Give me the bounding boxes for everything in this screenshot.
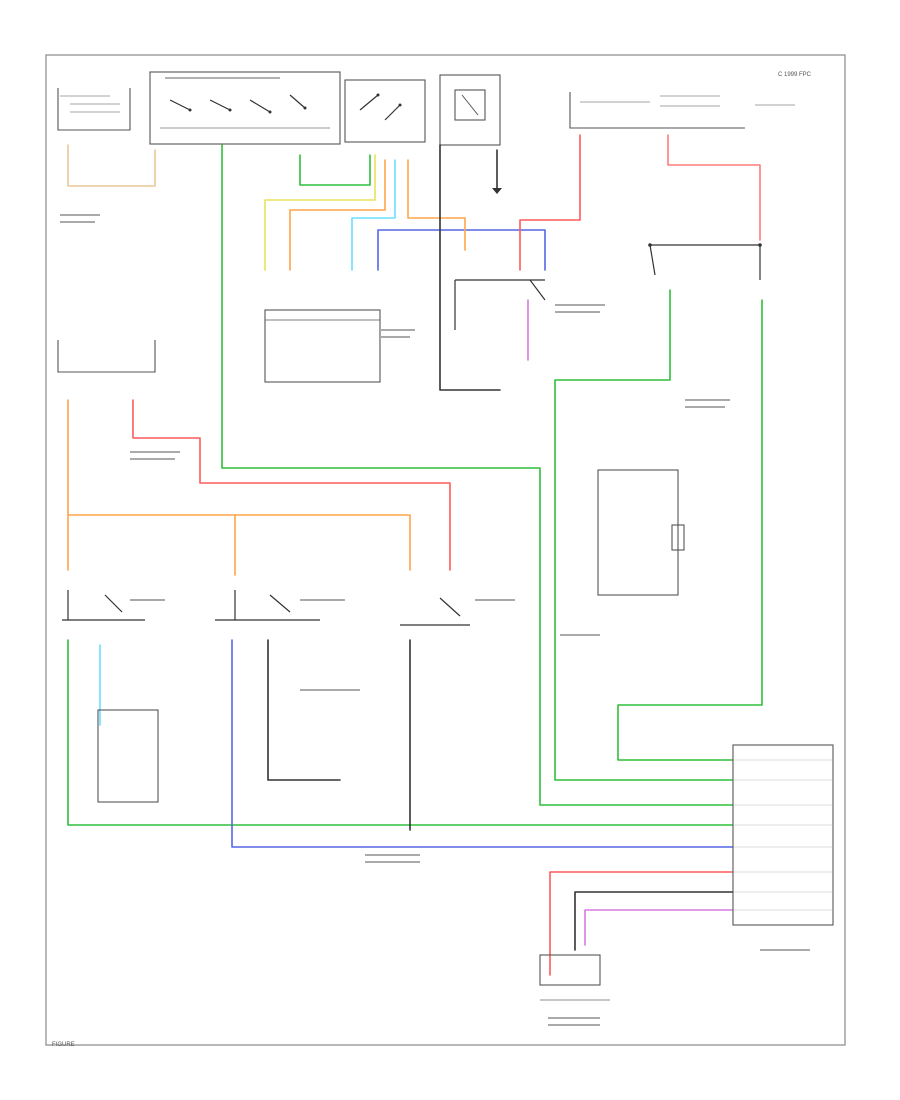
switch-block-3 bbox=[400, 597, 470, 626]
wire-green-right bbox=[554, 289, 734, 781]
dimmer-switch-box bbox=[344, 79, 426, 143]
wire-lightblue-upper bbox=[351, 159, 396, 271]
ground-connector-bottom bbox=[539, 954, 610, 1001]
illegible-label-marks bbox=[60, 214, 810, 1026]
wire-purple-lower bbox=[584, 909, 734, 946]
wire-red-mid bbox=[132, 399, 451, 571]
fuse-block-right bbox=[569, 92, 795, 129]
switch-block-2 bbox=[215, 590, 320, 621]
relay-flash-middle bbox=[454, 279, 546, 330]
wire-pink-right bbox=[667, 134, 761, 241]
wire-yellow bbox=[264, 154, 376, 271]
diagram-frame bbox=[45, 54, 846, 1046]
drl-module bbox=[597, 469, 685, 596]
wire-green-right-outer bbox=[617, 299, 763, 761]
relay-box-top bbox=[439, 74, 501, 146]
relay-dimmer-middle bbox=[264, 309, 381, 383]
page-id-label: C 1999 FPC bbox=[778, 72, 812, 78]
body-control-module-connector bbox=[732, 744, 834, 926]
wire-red-lower bbox=[549, 871, 734, 976]
wire-green-main bbox=[221, 144, 734, 806]
wire-orange-upper bbox=[289, 159, 386, 271]
wire-red-upper bbox=[519, 134, 581, 271]
headlamp-relay-right bbox=[648, 243, 762, 280]
footer-code-label: FIGURE bbox=[52, 1042, 75, 1048]
wire-blue-upper bbox=[377, 229, 546, 271]
wire-green-short bbox=[299, 154, 371, 186]
headlamp-switch-box bbox=[149, 71, 341, 145]
wire-blue-bottom bbox=[231, 639, 734, 848]
fuse-block-mid-left bbox=[57, 340, 156, 373]
fuse-block-left bbox=[57, 88, 131, 131]
lamp-box-left bbox=[97, 709, 159, 803]
wire-tan-left bbox=[67, 144, 156, 187]
switch-block-1 bbox=[62, 590, 145, 621]
wire-green-bottom bbox=[67, 639, 734, 826]
wire-black-relay bbox=[439, 144, 501, 391]
wire-orange-mid bbox=[67, 399, 411, 571]
wire-orange-upper-right bbox=[407, 159, 466, 251]
